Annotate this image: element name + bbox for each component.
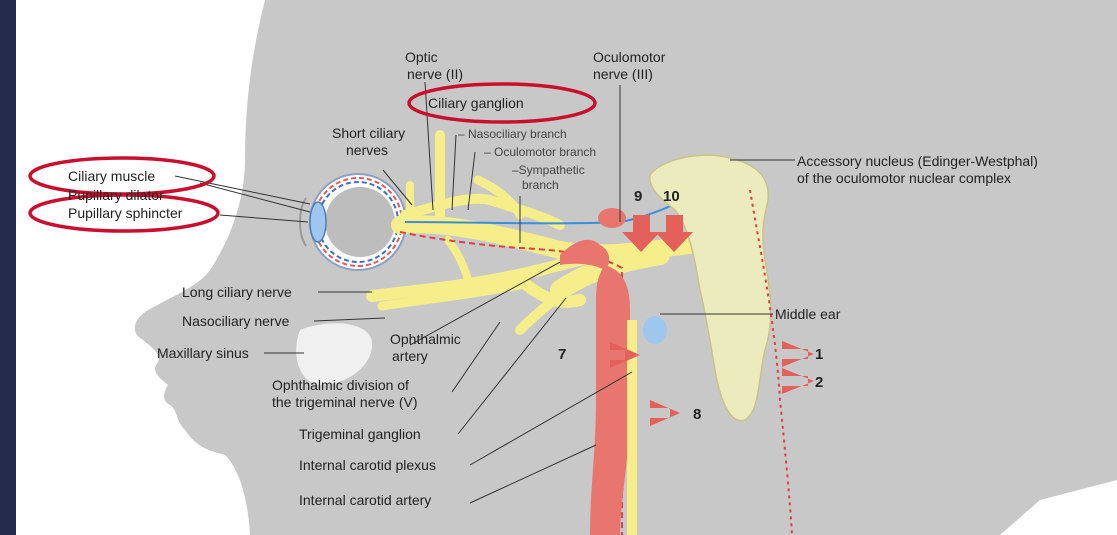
label-optic-nerve-2: nerve (II) xyxy=(407,66,463,82)
label-sympathetic-2: branch xyxy=(522,178,559,192)
label-sympathetic-1: –Sympathetic xyxy=(512,163,585,177)
label-nasociliary-branch: – Nasociliary branch xyxy=(458,127,567,141)
label-short-ciliary-2: nerves xyxy=(346,142,388,158)
marker-10: 10 xyxy=(663,188,680,205)
label-ophthalmic-artery-2: artery xyxy=(392,348,428,364)
carotid-siphon xyxy=(598,208,626,228)
label-pupillary-sphincter: Pupillary sphincter xyxy=(68,205,183,221)
label-short-ciliary-1: Short ciliary xyxy=(332,125,405,141)
middle-ear-shape xyxy=(643,316,667,344)
label-internal-carotid-artery: Internal carotid artery xyxy=(299,492,431,508)
label-trigeminal-ganglion: Trigeminal ganglion xyxy=(299,426,421,442)
marker-8: 8 xyxy=(693,406,701,423)
label-oculomotor-2: nerve (III) xyxy=(593,66,653,82)
label-maxillary-sinus: Maxillary sinus xyxy=(157,345,249,361)
marker-2: 2 xyxy=(815,374,823,391)
label-long-ciliary: Long ciliary nerve xyxy=(182,284,292,300)
label-nasociliary-nerve: Nasociliary nerve xyxy=(182,313,290,329)
label-ciliary-muscle: Ciliary muscle xyxy=(68,168,155,184)
label-oculomotor-1: Oculomotor xyxy=(593,49,666,65)
label-ophthalmic-artery-1: Ophthalmic xyxy=(390,331,461,347)
label-accessory-2: of the oculomotor nuclear complex xyxy=(797,170,1011,186)
label-ophthalmic-div-1: Ophthalmic division of xyxy=(272,377,409,393)
marker-7: 7 xyxy=(558,346,566,363)
marker-9: 9 xyxy=(634,188,642,205)
label-optic-nerve-1: Optic xyxy=(405,49,438,65)
label-accessory-1: Accessory nucleus (Edinger-Westphal) xyxy=(797,153,1038,169)
marker-1: 1 xyxy=(815,346,823,363)
label-ciliary-ganglion: Ciliary ganglion xyxy=(428,95,524,111)
label-ophthalmic-div-2: the trigeminal nerve (V) xyxy=(272,394,418,410)
label-oculomotor-branch: – Oculomotor branch xyxy=(484,145,596,159)
label-pupillary-dilator: Pupillary dilator xyxy=(68,187,164,203)
label-middle-ear: Middle ear xyxy=(775,306,841,322)
label-internal-carotid-plexus: Internal carotid plexus xyxy=(299,457,436,473)
